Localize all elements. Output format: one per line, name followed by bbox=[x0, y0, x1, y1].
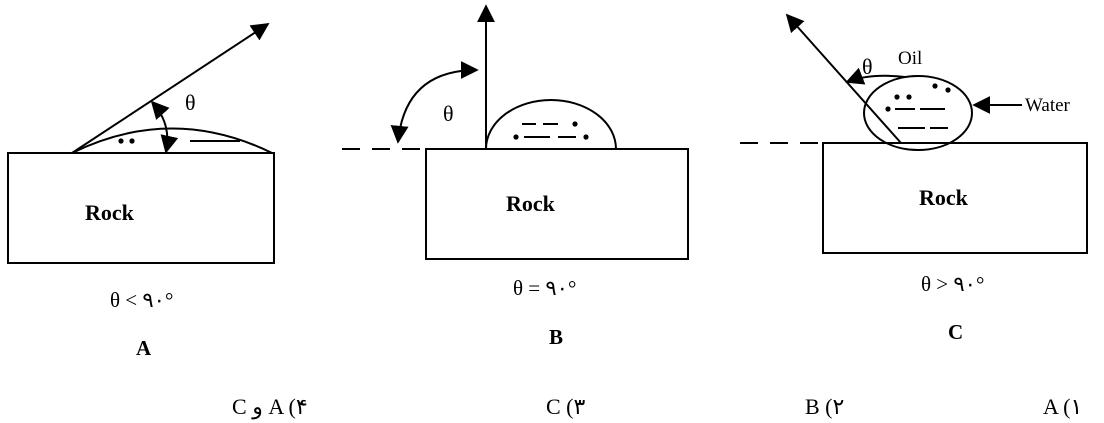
panel-b: θ Rock θ = ۹۰° B bbox=[342, 4, 689, 349]
panel-c: θ Oil Water Rock θ > ۹۰° C bbox=[740, 13, 1088, 344]
rock-block bbox=[425, 148, 689, 260]
tangent-arrow bbox=[785, 13, 902, 144]
angle-arc bbox=[150, 100, 179, 154]
droplet-dot bbox=[572, 121, 578, 127]
rock-block bbox=[7, 152, 275, 264]
rock-label: Rock bbox=[506, 191, 556, 216]
option-4[interactable]: C و A (۴ bbox=[232, 394, 308, 420]
theta-symbol: θ bbox=[185, 90, 196, 115]
droplet-dot bbox=[906, 94, 912, 100]
droplet-dot bbox=[885, 106, 891, 112]
angle-condition: θ < ۹۰° bbox=[110, 288, 173, 312]
droplet bbox=[485, 99, 617, 150]
droplet-dot bbox=[513, 134, 519, 140]
answer-options: C و A (۴ C (۳ B (۲ A (۱ bbox=[232, 394, 1082, 420]
droplet-dot bbox=[129, 138, 135, 144]
rock-block bbox=[822, 142, 1088, 254]
droplet-dot bbox=[894, 94, 900, 100]
theta-symbol: θ bbox=[443, 101, 454, 126]
tangent-arrow bbox=[71, 23, 270, 154]
angle-condition: θ > ۹۰° bbox=[921, 272, 984, 296]
panel-a: θ Rock θ < ۹۰° A bbox=[7, 23, 275, 360]
option-1[interactable]: A (۱ bbox=[1043, 394, 1082, 419]
oil-label: Oil bbox=[898, 48, 922, 69]
droplet-dot bbox=[932, 83, 938, 89]
angle-condition: θ = ۹۰° bbox=[513, 276, 576, 300]
option-3[interactable]: C (۳ bbox=[546, 394, 586, 419]
oil-droplet bbox=[863, 75, 973, 151]
rock-label: Rock bbox=[85, 200, 135, 225]
angle-arc bbox=[845, 67, 906, 85]
angle-arc bbox=[390, 61, 479, 144]
option-2[interactable]: B (۲ bbox=[805, 394, 844, 419]
water-label: Water bbox=[1025, 95, 1071, 116]
panel-letter: B bbox=[549, 325, 563, 349]
panel-letter: A bbox=[136, 336, 152, 360]
theta-symbol: θ bbox=[862, 54, 873, 79]
rock-label: Rock bbox=[919, 185, 969, 210]
droplet-dot bbox=[118, 138, 124, 144]
droplet-dot bbox=[945, 87, 951, 93]
droplet-dot bbox=[583, 134, 589, 140]
panel-letter: C bbox=[948, 320, 963, 344]
